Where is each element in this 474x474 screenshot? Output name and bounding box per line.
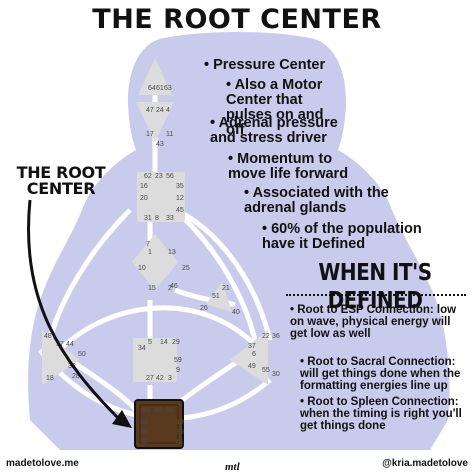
spleen-gate-label: 50 [78,351,86,358]
g-gate-label: 13 [168,249,176,256]
sacral-gate-label: 29 [172,339,180,346]
root-center [134,399,184,449]
root-gate-label: 60 [154,407,162,414]
sacral-gate-label: 42 [156,375,164,382]
heart-gate-label: 51 [212,293,220,300]
esp-gate-label: 36 [272,333,280,340]
throat-center [137,172,185,222]
sacral-gate-label: 9 [176,367,180,374]
pointer-arrow [26,199,122,422]
defined-bullet-1: • Root to ESP Connection: low on wave, p… [290,304,457,340]
ajna-center [136,102,174,142]
root-gate-label: 58 [140,439,148,446]
defined-bullet-3: • Root to Spleen Connection: when the ti… [300,396,462,432]
g-gate-label: 15 [148,285,156,292]
throat-gate-label: 33 [166,215,174,222]
esp-gate-label: 6 [252,351,256,358]
heart-gate-label: 26 [200,305,208,312]
intro-bullet-3: • Adrenal pressure and stress driver [210,115,338,146]
root-gate-label: 54 [140,419,148,426]
esp-gate-label: 55 [262,367,270,374]
g-gate-label: 10 [138,265,146,272]
sacral-gate-label: 27 [146,375,154,382]
heart-gate-label: 21 [222,285,230,292]
intro-bullet-text: 60% of the population have it Defined [262,221,422,252]
throat-gate-label: 62 [144,173,152,180]
intro-bullet-6: • 60% of the population have it Defined [262,221,422,252]
intro-bullet-5: • Associated with the adrenal glands [244,185,389,216]
head-gate-label: 63 [164,85,172,92]
esp-gate-label: 49 [248,363,256,370]
footer-left[interactable]: madetolove.me [6,458,79,469]
throat-gate-label: 12 [176,195,184,202]
root-gate-label: 41 [176,439,184,446]
defined-bullet-2: • Root to Sacral Connection: will get th… [300,356,461,392]
divider [286,294,466,296]
heart-center [206,282,232,312]
spleen-gate-label: 18 [46,375,54,382]
spleen-gate-label: 44 [66,341,74,348]
root-gate-label: 38 [140,429,148,436]
section-heading: WHEN IT'S DEFINED [318,258,432,314]
ajna-gate-label: 43 [156,141,164,148]
throat-gate-label: 45 [176,207,184,214]
intro-bullet-1: • Pressure Center [204,57,326,73]
sacral-gate-label: 34 [138,345,146,352]
g-gate-label: 46 [170,283,178,290]
throat-gate-label: 31 [144,215,152,222]
spleen-gate-label: 28 [72,373,80,380]
sacral-center [133,338,177,382]
root-gate-label: 52 [166,407,174,414]
intro-bullet-text: Momentum to move life forward [228,151,349,182]
page-title: THE ROOT CENTER [92,4,382,35]
footer-right[interactable]: @kria.madetolove [382,458,468,469]
root-gate-label: 53 [142,407,150,414]
head-gate-label: 64 [148,85,156,92]
g-center [132,234,178,290]
intro-bullet-text: Associated with the adrenal glands [244,185,389,216]
intro-bullet-2: • Also a Motor Center that pulses on and… [226,77,324,138]
throat-gate-label: 35 [176,183,184,190]
g-gate-label: 25 [182,265,190,272]
g-gate-label: 7 [146,241,150,248]
esp-gate-label: 37 [248,343,256,350]
intro-bullet-4: • Momentum to move life forward [228,151,349,182]
sacral-gate-label: 14 [160,339,168,346]
side-label: THE ROOT CENTER [16,163,106,198]
ajna-gate-label: 24 [156,107,164,114]
ajna-gate-label: 4 [166,107,170,114]
g-gate-label: 2 [168,285,172,292]
esp-center [230,330,268,385]
throat-gate-label: 8 [155,215,159,222]
head-center [138,58,172,95]
ajna-gate-label: 11 [166,131,173,138]
sacral-gate-label: 5 [148,339,152,346]
logo-mark: mtl [225,461,241,473]
defined-bullet-text: Root to Spleen Connection: when the timi… [300,396,462,432]
arrow-head [112,410,132,428]
spleen-center [42,330,80,385]
head-gate-label: 61 [156,85,164,92]
throat-gate-label: 16 [140,183,148,190]
esp-gate-label: 22 [262,333,270,340]
ajna-gate-label: 17 [146,131,154,138]
defined-bullet-text: Root to Sacral Connection: will get thin… [300,356,461,392]
root-gate-label: 19 [176,419,184,426]
throat-gate-label: 23 [155,173,163,180]
g-gate-label: 1 [148,249,152,256]
sacral-gate-label: 3 [168,375,172,382]
ajna-gate-label: 47 [146,107,154,114]
sacral-gate-label: 59 [174,357,182,364]
defined-bullet-text: Root to ESP Connection: low on wave, phy… [290,304,457,340]
intro-bullet-text: Also a Motor Center that pulses on and o… [226,77,324,138]
spleen-gate-label: 48 [44,333,52,340]
esp-gate-label: 30 [272,371,280,378]
root-gate-label: 39 [176,429,184,436]
intro-bullet-text: Adrenal pressure and stress driver [210,115,338,146]
throat-gate-label: 20 [140,195,148,202]
intro-bullet-text: Pressure Center [213,57,326,73]
heart-gate-label: 40 [232,309,240,316]
throat-gate-label: 56 [166,173,174,180]
